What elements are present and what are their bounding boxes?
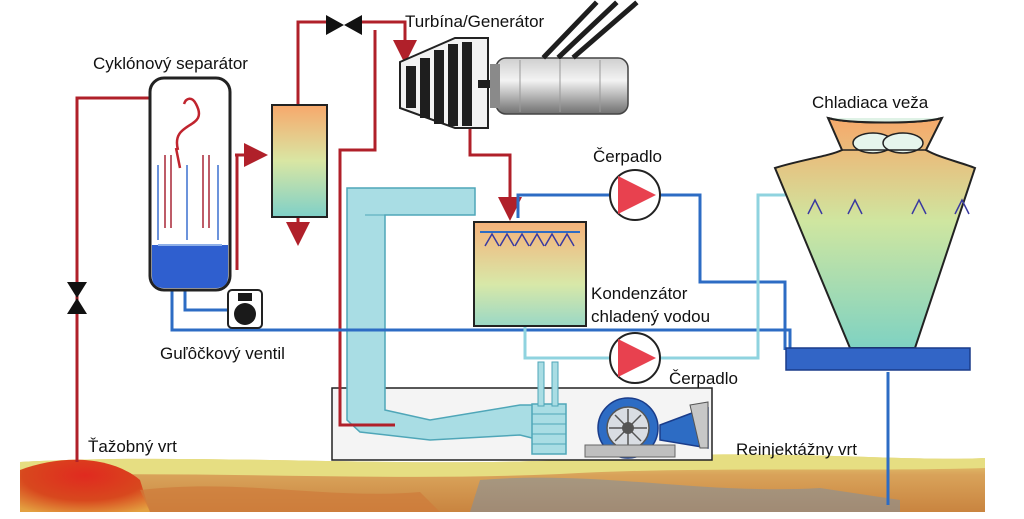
label-condenser-line2: chladený vodou — [591, 307, 710, 326]
pump-top-icon — [609, 169, 661, 221]
valve-top-icon — [326, 15, 362, 35]
hot-rock-zone — [20, 459, 150, 512]
heat-exchanger — [271, 104, 328, 218]
condenser — [473, 221, 587, 327]
ground — [20, 454, 985, 512]
label-reinjection-well: Reinjektážny vrt — [736, 440, 857, 459]
label-separator: Cyklónový separátor — [93, 54, 248, 73]
ejector-pump-assembly — [531, 361, 709, 459]
labels: Turbína/Generátor Cyklónový separátor Ch… — [88, 12, 929, 459]
label-cooling-tower: Chladiaca veža — [812, 93, 929, 112]
cooling-tower — [773, 116, 977, 371]
label-ball-valve: Guľôčkový ventil — [160, 344, 285, 363]
label-turbine: Turbína/Generátor — [405, 12, 545, 31]
pump-bottom-icon — [609, 332, 661, 384]
label-pump-top: Čerpadlo — [593, 147, 662, 166]
cyclone-separator — [148, 76, 232, 292]
label-condenser-line1: Kondenzátor — [591, 284, 688, 303]
cold-water-pipes — [170, 193, 890, 505]
ball-valve-icon — [227, 289, 263, 329]
label-pump-bottom: Čerpadlo — [669, 369, 738, 388]
steam-pipes — [75, 20, 522, 462]
generator-icon — [490, 0, 639, 115]
label-production-well: Ťažobný vrt — [88, 437, 177, 456]
turbine-icon — [399, 37, 518, 129]
valve-well-icon — [67, 282, 87, 314]
cooling-tower-basin — [785, 347, 971, 371]
